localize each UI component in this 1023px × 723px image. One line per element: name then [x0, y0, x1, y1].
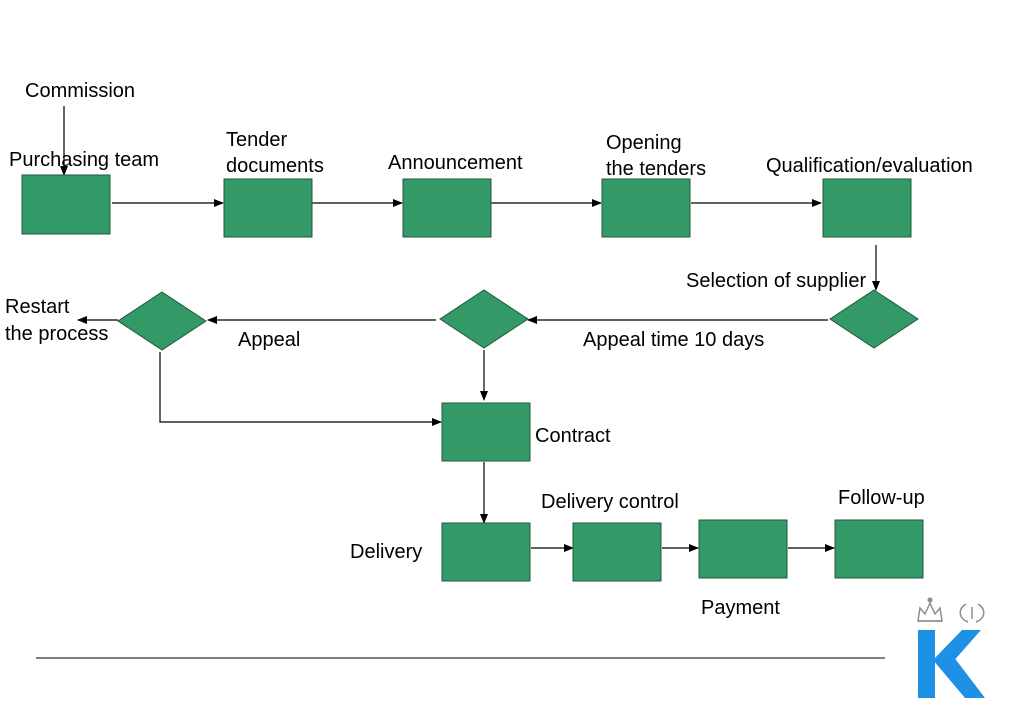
connectors [60, 106, 880, 552]
crown-and-wreath-logo [917, 597, 985, 698]
label-delivery-control: Delivery control [541, 491, 679, 513]
label-commission: Commission [25, 80, 135, 102]
delivery-box [441, 522, 531, 582]
label-appeal-time: Appeal time 10 days [583, 329, 764, 351]
k-logo-letter [918, 630, 985, 698]
label-delivery: Delivery [350, 541, 422, 563]
contract-box [441, 402, 531, 462]
appeal-decision [439, 289, 529, 349]
label-follow-up: Follow-up [838, 487, 925, 509]
announcement-box [402, 178, 492, 238]
label-selection: Selection of supplier [686, 270, 866, 292]
label-restart-line2: the process [5, 323, 108, 345]
opening-tenders-box [601, 178, 691, 238]
label-restart-line1: Restart [5, 296, 70, 318]
label-tender-line1: Tender [226, 129, 287, 151]
qualification-box [822, 178, 912, 238]
wreath-icon [959, 603, 985, 623]
label-contract: Contract [535, 425, 611, 447]
restart-decision [117, 291, 207, 351]
tender-documents-box [223, 178, 313, 238]
purchasing-team-box [21, 174, 111, 235]
label-opening-line1: Opening [606, 132, 682, 154]
labels: Commission Purchasing team Tender docume… [5, 80, 973, 619]
label-payment: Payment [701, 597, 780, 619]
label-opening-line2: the tenders [606, 158, 706, 180]
selection-decision [829, 289, 919, 349]
process-nodes [21, 174, 924, 582]
label-tender-line2: documents [226, 155, 324, 177]
label-purchasing-team: Purchasing team [9, 149, 159, 171]
follow-up-box [834, 519, 924, 579]
payment-box [698, 519, 788, 579]
label-appeal: Appeal [238, 329, 300, 351]
arrow-restart-decision-to-contract [159, 352, 442, 426]
decision-nodes [117, 289, 919, 351]
label-announcement: Announcement [388, 152, 523, 174]
delivery-control-box [572, 522, 662, 582]
label-qualification: Qualification/evaluation [766, 155, 973, 177]
crown-icon [917, 597, 943, 622]
